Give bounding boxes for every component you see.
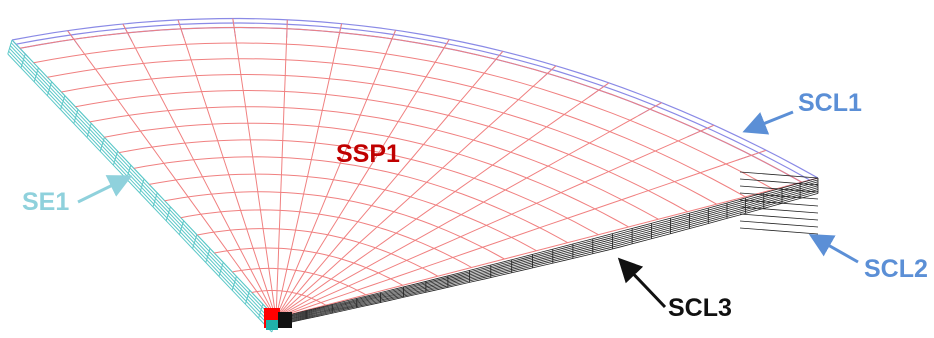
ssp1-radial-line — [275, 102, 662, 319]
se1-vertical-line — [112, 151, 119, 166]
ssp1-arc-line — [133, 156, 568, 244]
right-block-line — [739, 199, 819, 207]
scl2-label: SCL2 — [864, 255, 928, 283]
right-block-line — [739, 192, 819, 200]
corner-black-block — [278, 312, 292, 328]
ssp1-arc-line — [164, 191, 505, 260]
ssp1-radial-line — [275, 65, 557, 319]
scl3-side-face-mesh — [275, 171, 819, 326]
se1-vertical-line — [33, 67, 39, 82]
ssp1-arc-line — [75, 89, 688, 213]
scl1-label: SCL1 — [798, 89, 862, 117]
se1-vertical-line — [205, 248, 211, 263]
ssp1-radial-line — [275, 177, 819, 319]
ssp1-radial-line — [11, 39, 277, 319]
scl3-layer-line — [275, 187, 819, 323]
scl3-layer-line — [275, 177, 819, 319]
ssp1-arc-line — [232, 267, 367, 296]
se1-vertical-line — [165, 206, 171, 221]
right-block-line — [739, 171, 819, 179]
scl1-arc-line — [11, 17, 819, 179]
ssp1-arc-line — [33, 42, 774, 190]
se1-vertical-line — [192, 234, 198, 249]
ssp1-arc-line — [104, 122, 629, 228]
se1-vertical-line — [178, 220, 185, 235]
scl3-layer-line — [275, 181, 819, 321]
scl3-layer-line — [275, 183, 819, 322]
scl3-layer-line — [275, 191, 819, 325]
ssp1-radial-line — [275, 30, 397, 319]
ssp1-arc-line — [47, 58, 746, 198]
ssp1-arc-line — [19, 26, 802, 183]
se1-vertical-line — [46, 81, 53, 96]
corner-cyan-block — [266, 320, 278, 330]
scl1-arrow — [742, 110, 794, 135]
right-block-line — [739, 178, 819, 186]
scl3-layer-line — [275, 185, 819, 323]
right-block-line — [739, 206, 819, 214]
se1-vertical-line — [7, 39, 13, 55]
ssp1-arc-line — [214, 247, 403, 286]
right-block-line — [739, 227, 819, 235]
right-block-line — [739, 220, 819, 228]
se1-side-face-mesh — [7, 39, 277, 333]
se1-vertical-line — [258, 303, 264, 319]
se1-vertical-line — [139, 178, 145, 194]
scl3-label: SCL3 — [668, 294, 732, 322]
scl3-layer-line — [275, 193, 819, 326]
scl3-arrow — [617, 257, 667, 309]
ssp1-arc-line — [251, 290, 327, 306]
se1-vertical-line — [86, 123, 92, 138]
origin-corner-block — [264, 308, 292, 330]
ssp1-label: SSP1 — [336, 140, 400, 168]
right-block-line — [739, 185, 819, 193]
scl2-arrow — [808, 234, 859, 264]
scl3-layer-line — [275, 179, 819, 320]
se1-vertical-line — [60, 95, 66, 110]
ssp1-arc-line — [61, 73, 717, 205]
scl3-layer-line — [275, 189, 819, 324]
se1-vertical-line — [20, 53, 26, 69]
se1-vertical-line — [99, 137, 105, 152]
se1-vertical-line — [244, 290, 251, 305]
ssp1-arc-line — [89, 106, 659, 220]
scl1-arc-line — [15, 22, 811, 181]
se1-vertical-line — [73, 109, 79, 124]
se1-vertical-line — [218, 262, 224, 277]
ssp1-arc-line — [180, 209, 472, 268]
ssp1-radial-line — [122, 23, 277, 319]
ssp1-radial-line — [275, 39, 450, 319]
ssp1-surface-mesh — [11, 18, 819, 319]
ssp1-arc-line — [197, 228, 439, 277]
ssp1-radial-line — [232, 18, 277, 319]
se1-vertical-line — [152, 192, 158, 208]
ssp1-arc-line — [149, 173, 537, 252]
ssp1-arc-line — [118, 139, 599, 236]
right-block-line — [739, 213, 819, 221]
se1-label: SE1 — [22, 188, 69, 216]
se1-vertical-line — [231, 276, 237, 291]
se1-arrow — [77, 175, 133, 204]
